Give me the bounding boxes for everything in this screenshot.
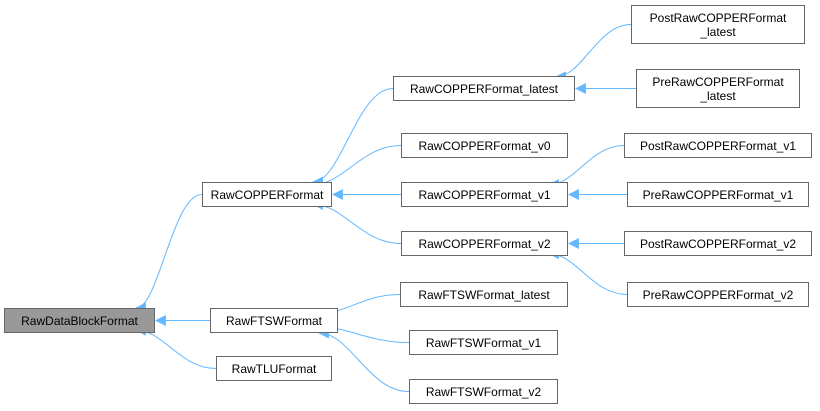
node-raw-ftsw-format-v2[interactable]: RawFTSWFormat_v2: [409, 379, 558, 404]
node-label: PostRawCOPPERFormat_v2: [639, 236, 797, 251]
node-raw-copper-format-v2[interactable]: RawCOPPERFormat_v2: [401, 231, 568, 256]
node-label: RawCOPPERFormat_v1: [418, 187, 551, 202]
edge-copper_v0-to-copper: [311, 145, 402, 191]
node-label: RawFTSWFormat_v2: [425, 384, 542, 399]
edge-tlu-to-root: [134, 324, 217, 369]
edge-post_latest-to-copper_latest: [554, 24, 632, 83]
node-pre-raw-copper-format-v1[interactable]: PreRawCOPPERFormat_v1: [627, 182, 809, 207]
edge-ftsw_v2-to-ftsw: [317, 327, 410, 392]
edge-copper_v2-to-copper: [311, 198, 402, 244]
node-raw-ftsw-format-v1[interactable]: RawFTSWFormat_v1: [409, 330, 558, 355]
node-label: RawFTSWFormat_latest: [418, 287, 550, 302]
node-raw-copper-format-v0[interactable]: RawCOPPERFormat_v0: [401, 133, 568, 158]
node-label: RawFTSWFormat_v1: [425, 335, 542, 350]
node-raw-copper-format[interactable]: RawCOPPERFormat: [202, 182, 332, 207]
node-raw-tlu-format[interactable]: RawTLUFormat: [216, 356, 332, 381]
node-label: RawCOPPERFormat: [210, 187, 324, 202]
node-label: RawTLUFormat: [231, 361, 317, 376]
node-label: PostRawCOPPERFormat: [649, 10, 787, 25]
edge-copper-to-root: [134, 194, 203, 314]
node-pre-raw-copper-format-latest[interactable]: PreRawCOPPERFormat_latest: [636, 69, 800, 108]
node-label: PreRawCOPPERFormat_v1: [642, 187, 794, 202]
node-post-raw-copper-format-v1[interactable]: PostRawCOPPERFormat_v1: [624, 133, 812, 158]
node-label: RawCOPPERFormat_v0: [418, 138, 551, 153]
node-raw-copper-format-latest[interactable]: RawCOPPERFormat_latest: [393, 76, 575, 101]
node-label: RawDataBlockFormat: [21, 313, 138, 328]
node-label: RawFTSWFormat: [226, 313, 322, 328]
node-label: _latest: [700, 24, 736, 39]
node-raw-copper-format-v1[interactable]: RawCOPPERFormat_v1: [401, 182, 568, 207]
node-raw-data-block-format: RawDataBlockFormat: [4, 308, 155, 333]
node-label: PostRawCOPPERFormat_v1: [639, 138, 797, 153]
node-label: PreRawCOPPERFormat_v2: [642, 287, 794, 302]
node-post-raw-copper-format-latest[interactable]: PostRawCOPPERFormat_latest: [631, 5, 805, 44]
node-label: RawCOPPERFormat_latest: [409, 81, 559, 96]
edge-copper_latest-to-copper: [311, 88, 394, 188]
node-post-raw-copper-format-v2[interactable]: PostRawCOPPERFormat_v2: [624, 231, 812, 256]
node-label: RawCOPPERFormat_v2: [418, 236, 551, 251]
node-pre-raw-copper-format-v2[interactable]: PreRawCOPPERFormat_v2: [627, 282, 809, 307]
node-raw-ftsw-format-latest[interactable]: RawFTSWFormat_latest: [400, 282, 568, 307]
node-label: _latest: [700, 88, 736, 103]
node-raw-ftsw-format[interactable]: RawFTSWFormat: [210, 308, 338, 333]
node-label: PreRawCOPPERFormat: [652, 74, 784, 89]
